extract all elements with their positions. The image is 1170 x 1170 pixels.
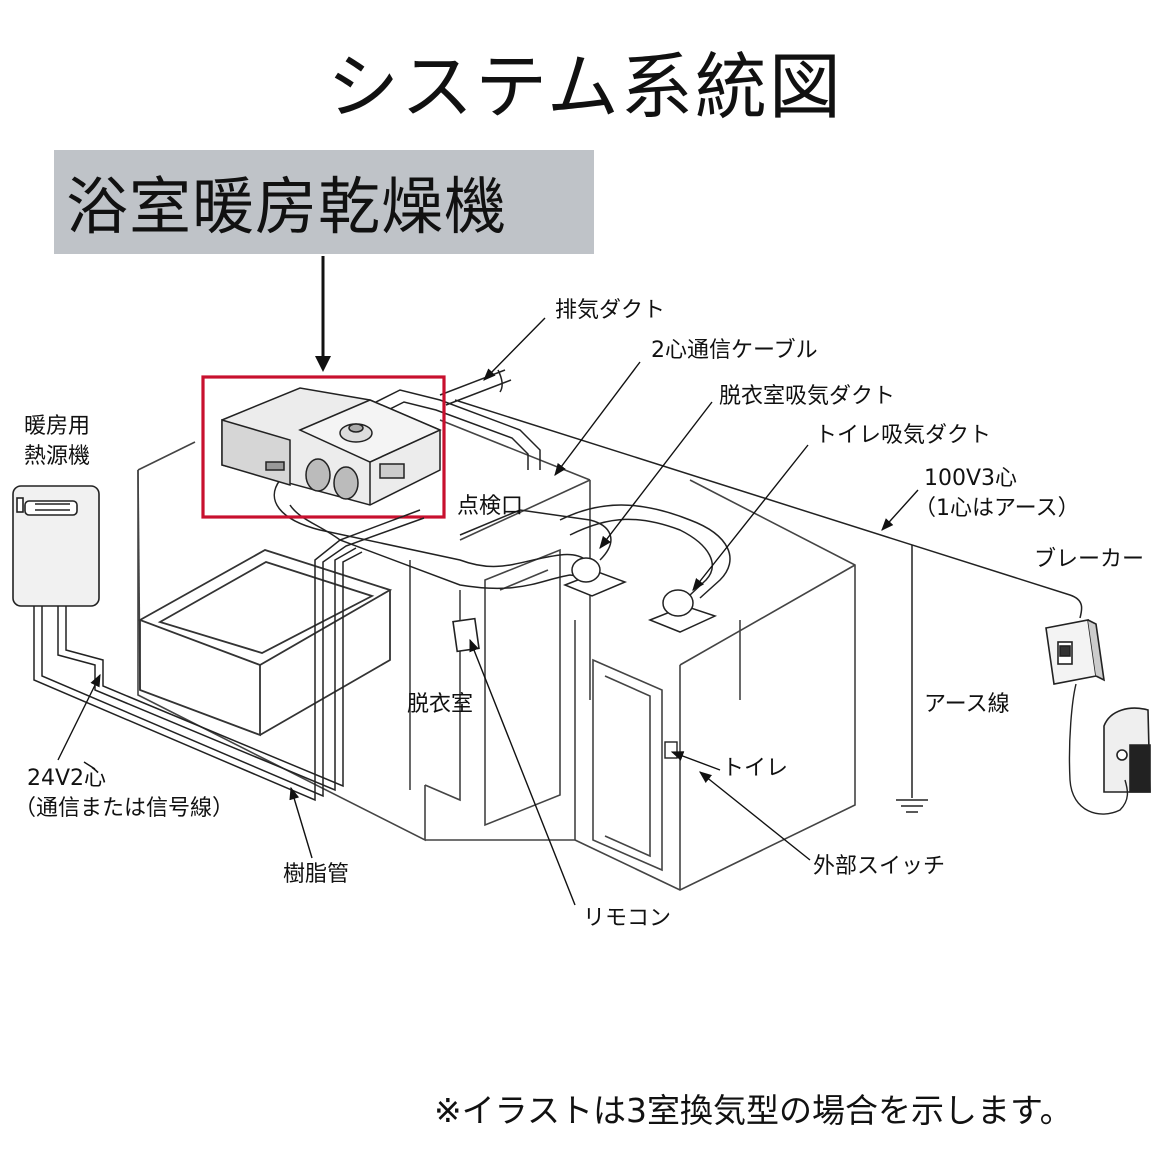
product-pointer-arrow <box>315 256 331 372</box>
label-external-switch: 外部スイッチ <box>813 854 946 879</box>
label-earth-wire: アース線 <box>924 692 1010 717</box>
label-power-line-note: （1心はアース） <box>914 496 1080 521</box>
remote-controller <box>452 617 480 653</box>
label-breaker: ブレーカー <box>1034 547 1145 572</box>
label-inspection-port: 点検口 <box>457 494 524 519</box>
resin-pipe <box>33 509 425 802</box>
label-signal-line: 24V2心 <box>27 766 107 791</box>
leader-lines <box>57 317 919 906</box>
heat-source-unit <box>12 485 100 607</box>
label-exhaust-duct: 排気ダクト <box>555 298 666 323</box>
breaker-box <box>1045 619 1106 685</box>
breaker-cable <box>1068 683 1129 815</box>
footnote: ※イラストは3室換気型の場合を示します。 <box>434 1091 1073 1130</box>
intake-duct-toilet <box>559 504 731 599</box>
label-heat-source-1: 暖房用 <box>24 414 91 439</box>
toilet-door <box>592 658 663 872</box>
label-toilet: トイレ <box>722 756 789 781</box>
page-title: システム系統図 <box>327 45 843 129</box>
dressing-room-door <box>484 548 561 827</box>
label-comm-cable: 2心通信ケーブル <box>651 338 818 363</box>
label-dressing-room: 脱衣室 <box>407 692 474 717</box>
label-dressing-intake: 脱衣室吸気ダクト <box>719 384 896 409</box>
intake-grilles <box>562 557 718 633</box>
product-label-box <box>54 150 594 254</box>
label-resin-pipe: 樹脂管 <box>283 862 350 887</box>
label-heat-source-2: 熱源機 <box>24 444 91 469</box>
earth-wire <box>896 545 928 813</box>
label-remote: リモコン <box>583 906 672 931</box>
label-toilet-intake: トイレ吸気ダクト <box>815 423 992 448</box>
power-line <box>454 399 1083 619</box>
bathtub <box>137 549 393 737</box>
label-power-line: 100V3心 <box>924 466 1018 491</box>
wall-outlet <box>1103 707 1151 793</box>
external-switch-device <box>664 741 678 759</box>
unit-highlight-frame <box>201 375 446 519</box>
house-outline <box>137 419 856 891</box>
bath-dryer-unit <box>221 387 442 506</box>
label-signal-line-note: （通信または信号線） <box>14 796 235 821</box>
product-label: 浴室暖房乾燥機 <box>66 170 508 243</box>
